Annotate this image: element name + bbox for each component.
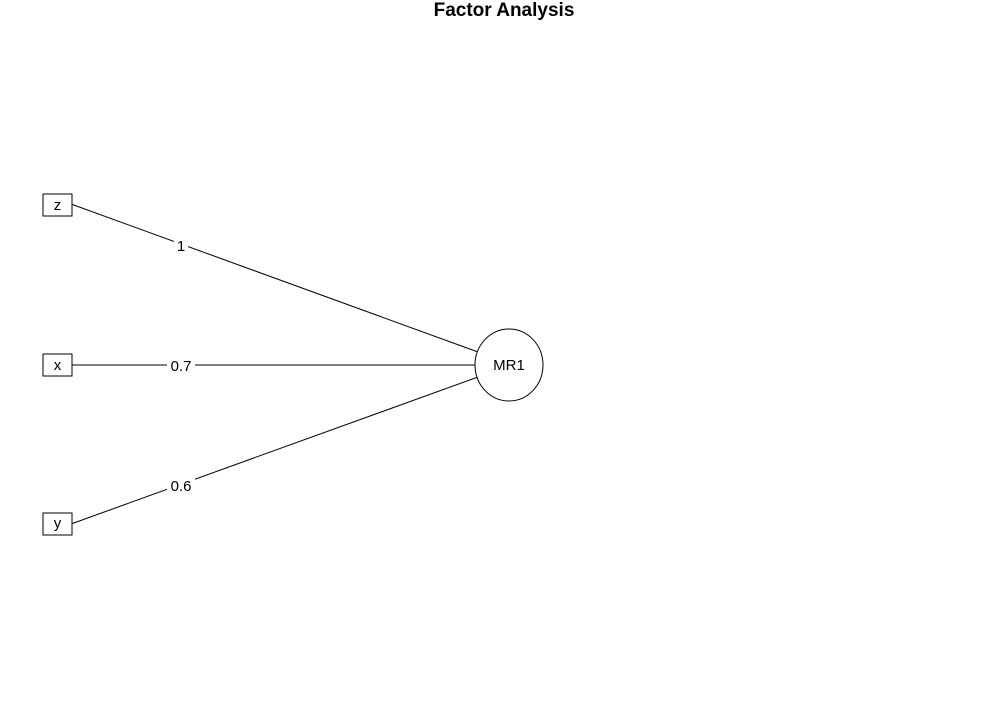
factor-node-mr1: MR1 bbox=[474, 328, 544, 402]
variable-label-y: y bbox=[54, 515, 62, 532]
factor-label: MR1 bbox=[493, 357, 525, 374]
variable-label-z: z bbox=[54, 197, 62, 214]
variable-node-x: x bbox=[42, 353, 73, 377]
factor-ellipse bbox=[474, 328, 544, 402]
variable-node-y: y bbox=[42, 512, 73, 536]
page-title: Factor Analysis bbox=[433, 0, 575, 21]
variable-node-z: z bbox=[42, 193, 73, 217]
path-y: 0.6 bbox=[71, 376, 479, 524]
variable-box-z bbox=[42, 193, 73, 217]
path-line-z bbox=[71, 204, 479, 353]
loading-label-z: 1 bbox=[177, 238, 185, 255]
path-z: 1 bbox=[71, 204, 479, 353]
variable-label-x: x bbox=[54, 357, 62, 374]
variable-box-x bbox=[42, 353, 73, 377]
variable-box-y bbox=[42, 512, 73, 536]
loading-label-x: 0.7 bbox=[171, 358, 192, 375]
path-line-y bbox=[71, 376, 479, 524]
path-x: 0.7 bbox=[71, 357, 476, 375]
loading-label-y: 0.6 bbox=[171, 478, 192, 495]
